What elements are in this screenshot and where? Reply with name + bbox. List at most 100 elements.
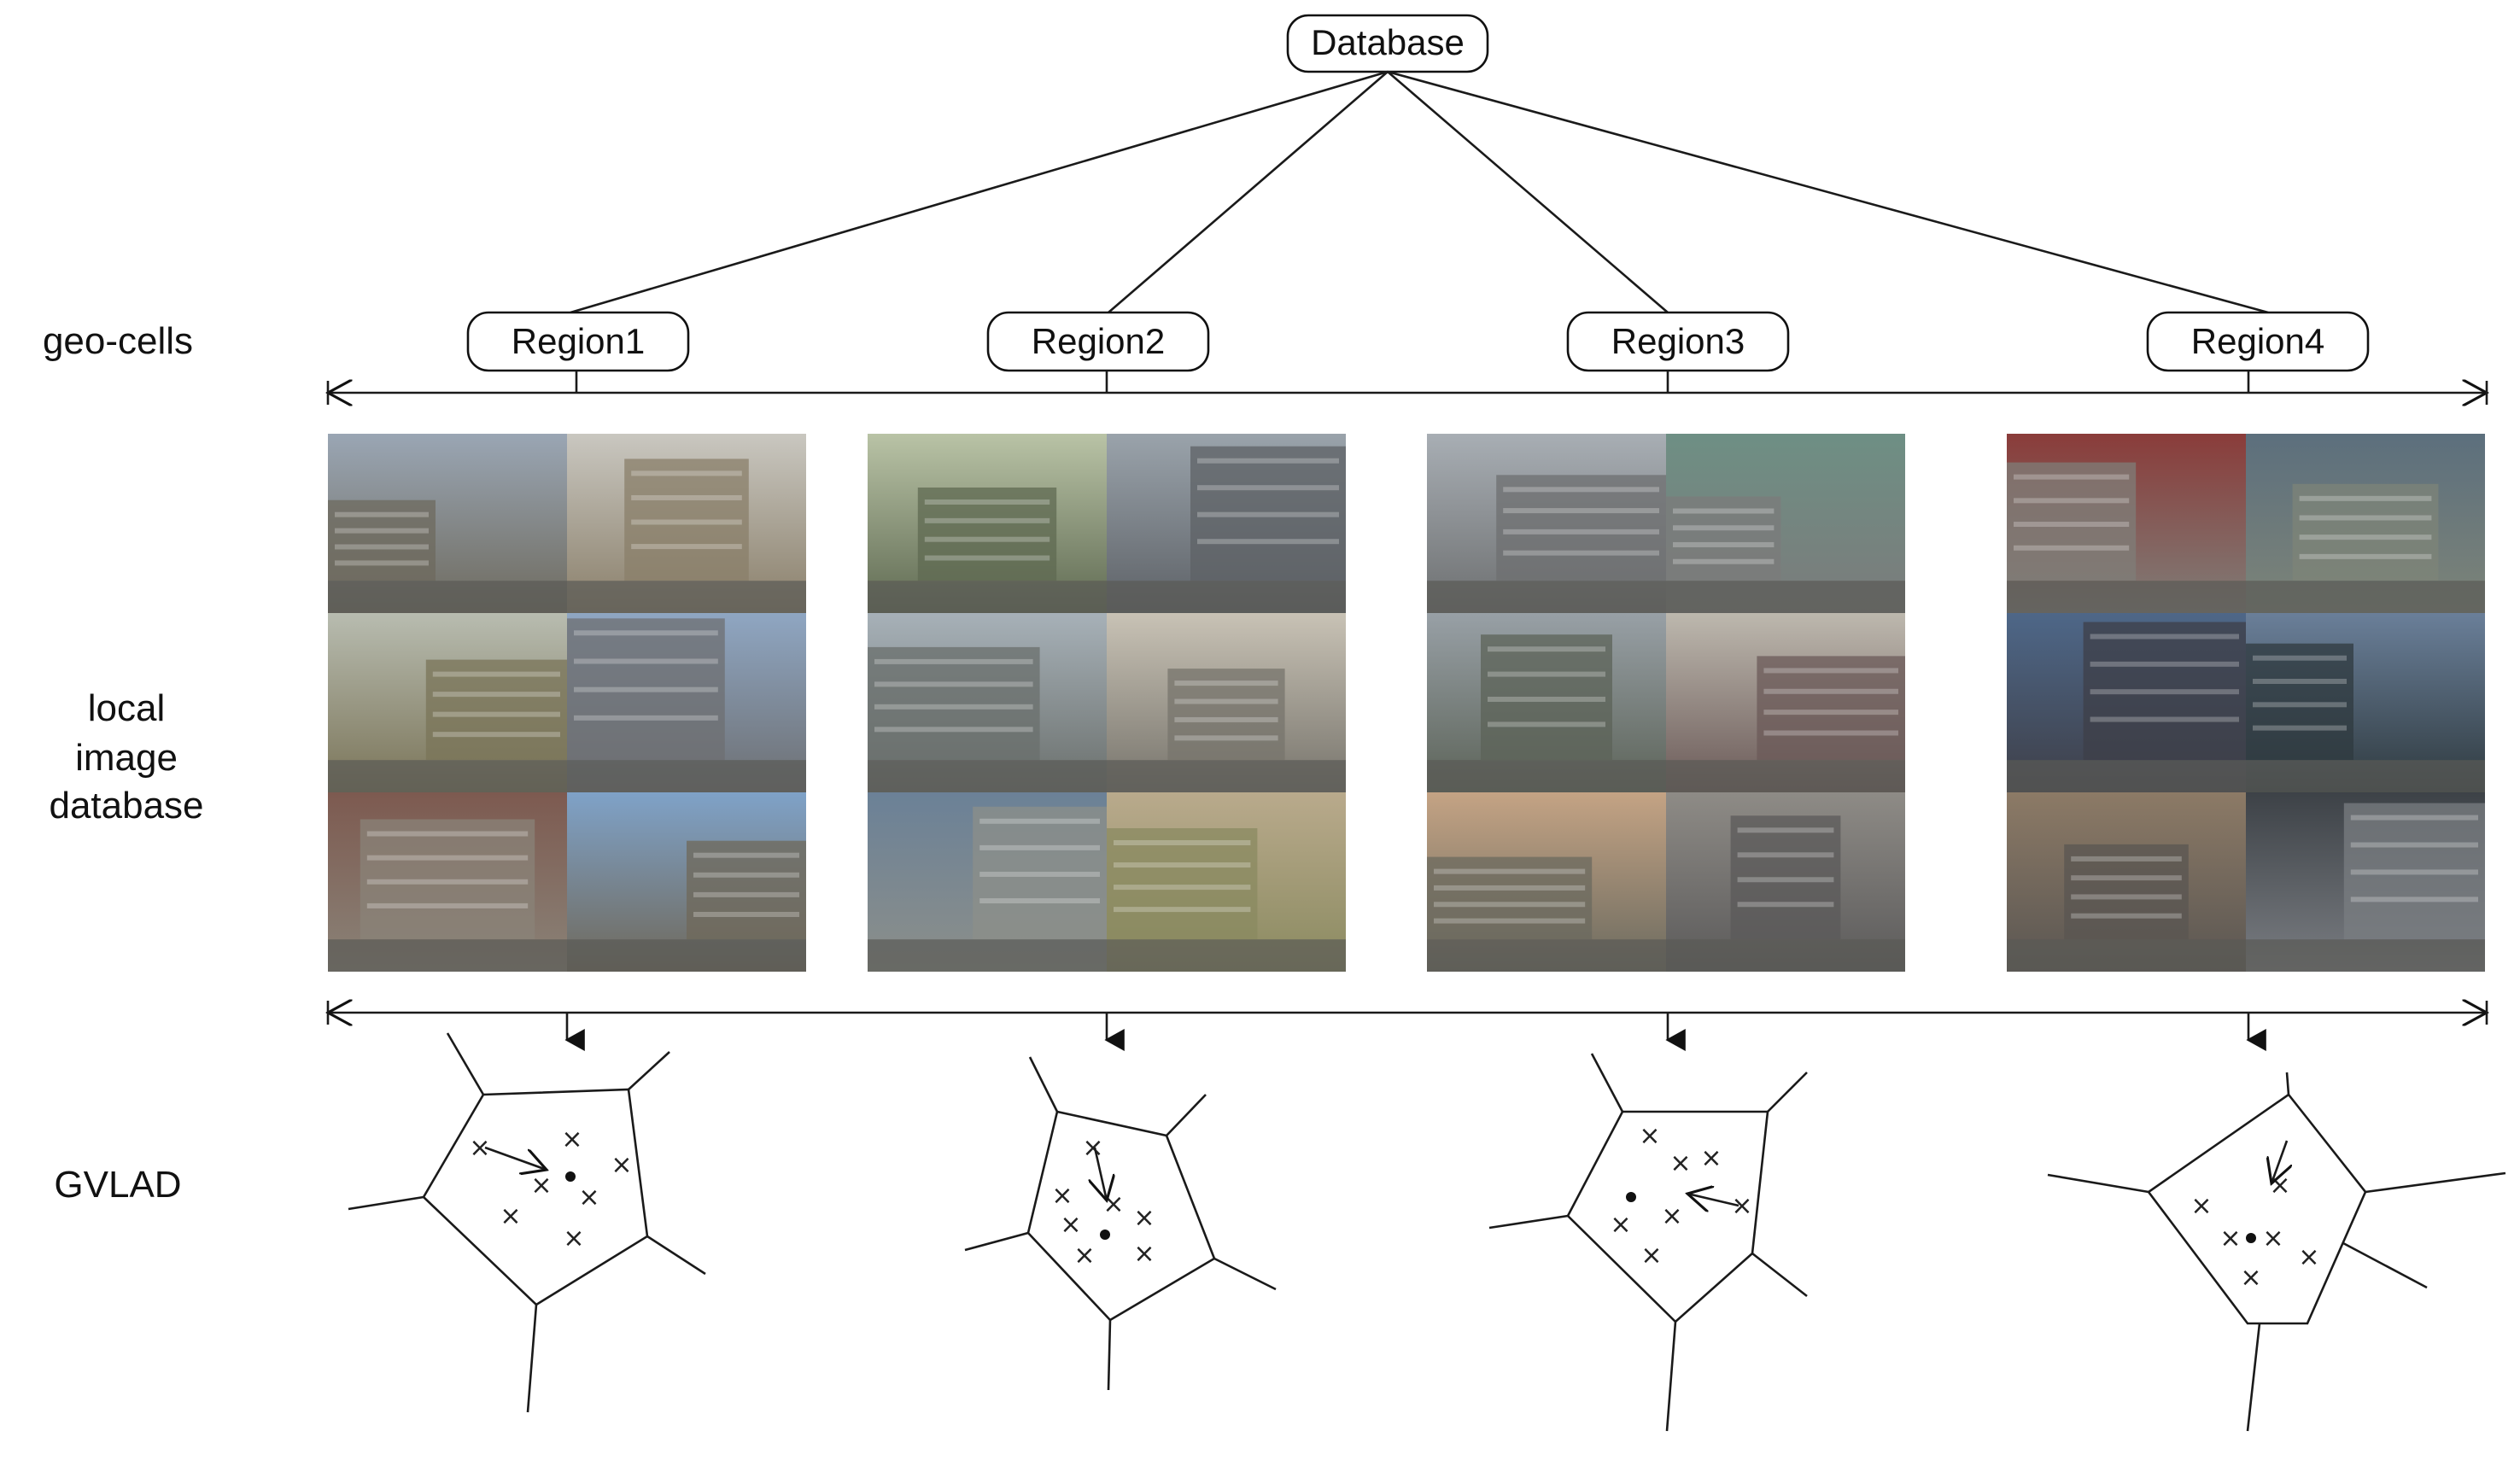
building-window-row bbox=[1737, 827, 1834, 833]
building-window-row bbox=[1197, 485, 1339, 491]
building-window-row bbox=[2253, 702, 2347, 708]
ground-strip bbox=[1107, 581, 1346, 613]
building-window-row bbox=[2014, 522, 2130, 528]
region-photo-grid-3 bbox=[1427, 434, 1905, 972]
building-window-row bbox=[1434, 868, 1586, 874]
voronoi-edge bbox=[348, 1195, 424, 1211]
building-photo bbox=[2246, 434, 2485, 613]
voronoi-edge bbox=[1028, 1056, 1059, 1113]
building-silhouette bbox=[624, 459, 749, 581]
building-photo bbox=[328, 613, 567, 792]
descriptor-cross: × bbox=[1082, 1133, 1103, 1163]
building-window-row bbox=[2253, 655, 2347, 661]
building-window-row bbox=[1174, 716, 1278, 722]
building-window-row bbox=[1434, 902, 1586, 908]
building-silhouette bbox=[2064, 844, 2189, 940]
gvlad-cell-4: × × × × × × bbox=[2047, 1072, 2506, 1432]
descriptor-cross: × bbox=[1640, 1241, 1662, 1270]
building-window-row bbox=[1503, 508, 1659, 514]
descriptor-cross: × bbox=[611, 1150, 632, 1180]
building-silhouette bbox=[687, 840, 806, 940]
ground-strip bbox=[567, 581, 806, 613]
building-window-row bbox=[366, 855, 529, 861]
building-window-row bbox=[2071, 913, 2182, 919]
region-node-label: Region3 bbox=[1611, 321, 1745, 361]
building-window-row bbox=[693, 912, 799, 917]
descriptor-cross: × bbox=[1073, 1241, 1095, 1270]
building-silhouette bbox=[1757, 656, 1905, 761]
root-node-label: Database bbox=[1311, 22, 1465, 62]
voronoi-edge bbox=[2047, 1173, 2149, 1194]
ground-strip bbox=[2007, 581, 2246, 613]
region-node-box bbox=[986, 311, 1210, 372]
building-silhouette bbox=[2343, 803, 2485, 940]
ground-strip bbox=[2246, 939, 2485, 972]
building-silhouette bbox=[1167, 669, 1285, 761]
descriptor-cross-marks: × × × × × × × bbox=[1610, 1121, 1752, 1270]
row-label-local-line1: local bbox=[88, 687, 166, 729]
voronoi-edge bbox=[2365, 1171, 2506, 1194]
building-window-row bbox=[432, 671, 560, 677]
descriptor-cross-marks: × × × × × × × bbox=[469, 1124, 632, 1253]
descriptor-cross: × bbox=[2219, 1224, 2241, 1253]
building-window-row bbox=[1737, 902, 1834, 908]
descriptor-cross: × bbox=[2240, 1263, 2261, 1293]
ground-strip bbox=[1427, 581, 1666, 613]
ground-strip bbox=[2007, 760, 2246, 792]
building-silhouette bbox=[1427, 856, 1593, 940]
building-window-row bbox=[2014, 545, 2130, 551]
root-node: Database bbox=[1286, 14, 1489, 73]
building-window-row bbox=[874, 681, 1033, 687]
descriptor-cross: × bbox=[2190, 1191, 2212, 1221]
building-window-row bbox=[2299, 534, 2432, 540]
building-photo bbox=[567, 434, 806, 613]
building-window-row bbox=[1174, 735, 1278, 741]
building-window-row bbox=[924, 555, 1050, 561]
building-window-row bbox=[1174, 698, 1278, 704]
building-window-row bbox=[1488, 646, 1605, 652]
region-node-label: Region4 bbox=[2191, 321, 2324, 361]
descriptor-cross: × bbox=[1731, 1191, 1752, 1221]
building-photo bbox=[1666, 434, 1905, 613]
building-silhouette bbox=[973, 806, 1107, 940]
voronoi-cell bbox=[422, 1088, 649, 1306]
building-window-row bbox=[874, 727, 1033, 733]
cluster-center-dot bbox=[1626, 1192, 1636, 1202]
building-photo bbox=[1666, 792, 1905, 972]
descriptor-cross: × bbox=[1051, 1181, 1073, 1211]
building-photo bbox=[868, 792, 1107, 972]
voronoi-edge bbox=[964, 1231, 1029, 1252]
voronoi-edge bbox=[646, 1235, 706, 1276]
descriptor-cross: × bbox=[530, 1171, 552, 1200]
building-silhouette bbox=[1481, 634, 1612, 761]
descriptor-cross: × bbox=[1133, 1203, 1155, 1233]
voronoi-edge bbox=[2342, 1241, 2428, 1289]
voronoi-cell bbox=[1026, 1110, 1216, 1322]
building-window-row bbox=[2350, 869, 2478, 875]
building-window-row bbox=[1114, 907, 1251, 913]
ground-strip bbox=[1107, 939, 1346, 972]
ground-strip bbox=[1666, 939, 1905, 972]
voronoi-edge bbox=[526, 1304, 538, 1413]
ground-strip bbox=[1666, 581, 1905, 613]
building-window-row bbox=[335, 528, 429, 534]
region-node-1: Region1 bbox=[466, 311, 690, 393]
building-window-row bbox=[1673, 541, 1775, 547]
building-window-row bbox=[979, 898, 1100, 904]
building-window-row bbox=[574, 686, 718, 692]
voronoi-edge bbox=[1590, 1053, 1624, 1113]
building-window-row bbox=[432, 732, 560, 738]
building-window-row bbox=[2090, 716, 2239, 722]
building-window-row bbox=[2071, 856, 2182, 862]
region-node-4: Region4 bbox=[2146, 311, 2370, 393]
descriptor-cross: × bbox=[2269, 1171, 2290, 1200]
cluster-center-dot bbox=[2246, 1233, 2256, 1243]
building-photo bbox=[1427, 434, 1666, 613]
building-window-row bbox=[1763, 668, 1898, 674]
building-window-row bbox=[2071, 894, 2182, 900]
building-window-row bbox=[2090, 661, 2239, 667]
voronoi-edge bbox=[1665, 1321, 1677, 1432]
building-silhouette bbox=[360, 819, 535, 940]
descriptor-cross-marks: × × × × × × × bbox=[1051, 1133, 1155, 1270]
